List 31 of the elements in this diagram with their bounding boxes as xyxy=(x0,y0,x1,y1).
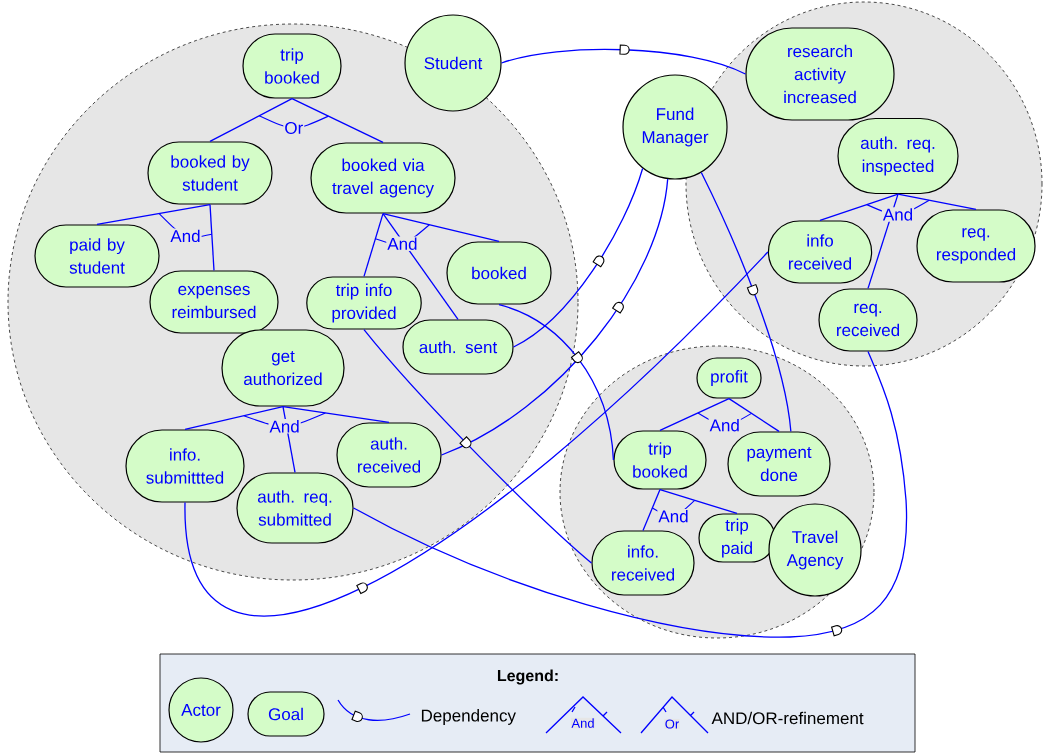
dependency-line xyxy=(498,303,615,461)
legend-title: Legend: xyxy=(497,669,558,685)
refinement-line xyxy=(728,397,780,433)
refinement-line xyxy=(96,203,211,226)
refinement-label: And xyxy=(386,236,419,251)
refinement-label: And xyxy=(268,419,301,434)
refinement-line xyxy=(382,212,500,243)
refinement-line xyxy=(819,193,899,222)
refinement-line xyxy=(363,212,384,278)
refinement-line xyxy=(209,97,293,143)
refinement-line xyxy=(184,405,284,431)
dependency-line xyxy=(440,178,669,456)
dependency-line xyxy=(500,48,747,75)
legend-text: Dependency xyxy=(421,709,516,725)
goal-oval: Goal xyxy=(247,691,325,737)
dependency-line xyxy=(184,251,769,617)
refinement-line xyxy=(897,193,977,211)
dependency-line xyxy=(363,328,593,564)
legend-text: AND/OR-refinement xyxy=(711,711,864,725)
goal-oval: req. responded xyxy=(916,209,1036,283)
dependency-line xyxy=(512,167,644,348)
refinement-line xyxy=(282,405,390,424)
refinement-line xyxy=(291,97,384,144)
dependency-line xyxy=(700,171,792,433)
refinement-line xyxy=(659,397,730,432)
refinement-line xyxy=(642,488,661,532)
refinement-line xyxy=(659,488,738,515)
dependency-line xyxy=(352,350,908,638)
refinement-line xyxy=(382,212,459,321)
refinement-line xyxy=(209,203,215,272)
refinement-label: And xyxy=(881,207,915,222)
